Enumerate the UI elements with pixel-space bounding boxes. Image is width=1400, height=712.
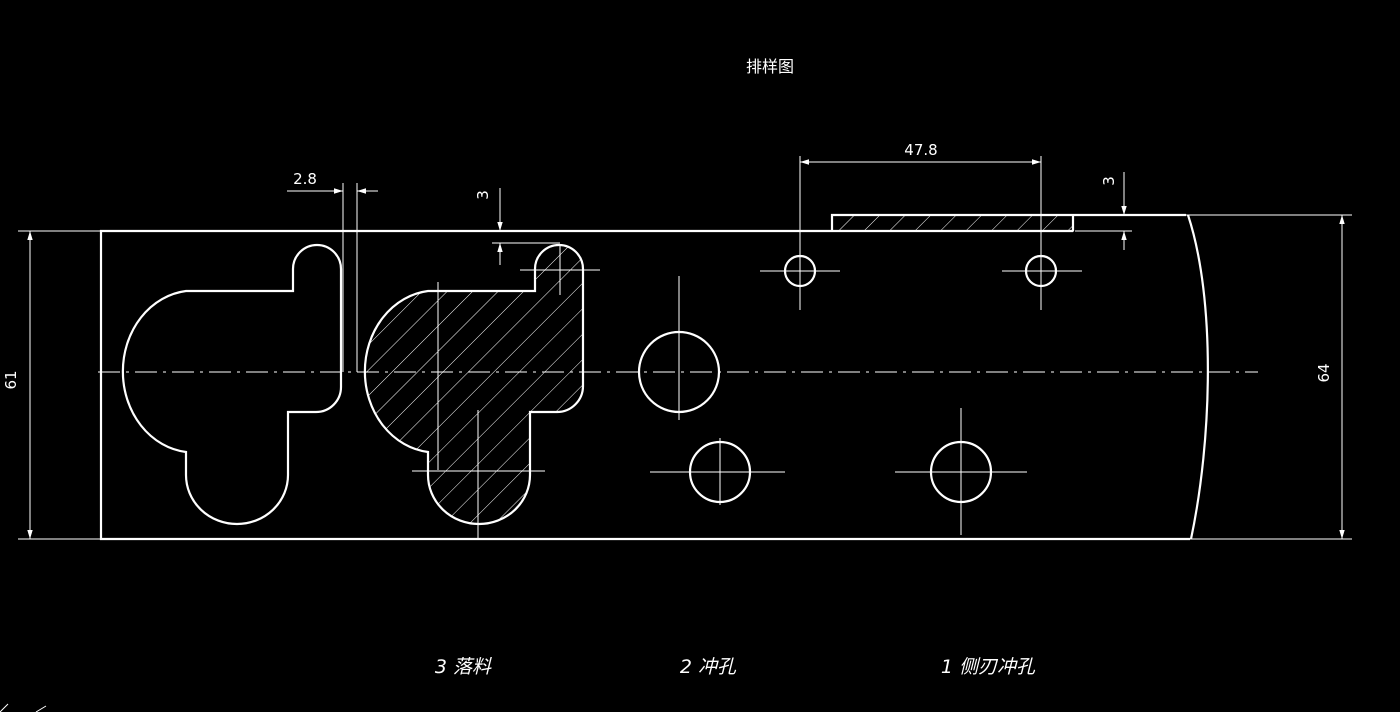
drawing-title: 排样图 [746,57,794,76]
station-label-blanking: 3 落料 [435,656,492,678]
strip-outline [99,213,1209,541]
station-label-side-cut: 1 侧刃冲孔 [941,656,1036,678]
blank-center-marks [412,245,600,538]
ucs-icon [0,703,47,712]
dim-pitch: 47.8 [904,141,937,159]
hole-center-lines [650,156,1082,535]
blank-part-hatched [363,243,585,526]
dimension-lines [18,159,1352,540]
dim-gap-side: 2.8 [293,170,317,188]
dim-width-left: 61 [2,370,20,389]
side-cut-slot [831,214,1074,232]
dim-width-right: 64 [1315,363,1333,382]
station-label-piercing: 2 冲孔 [680,656,737,678]
dim-step-top: 3 [474,190,492,200]
dim-step-right: 3 [1100,176,1118,186]
punched-holes [637,254,1058,504]
blanked-part-outline [121,243,343,526]
